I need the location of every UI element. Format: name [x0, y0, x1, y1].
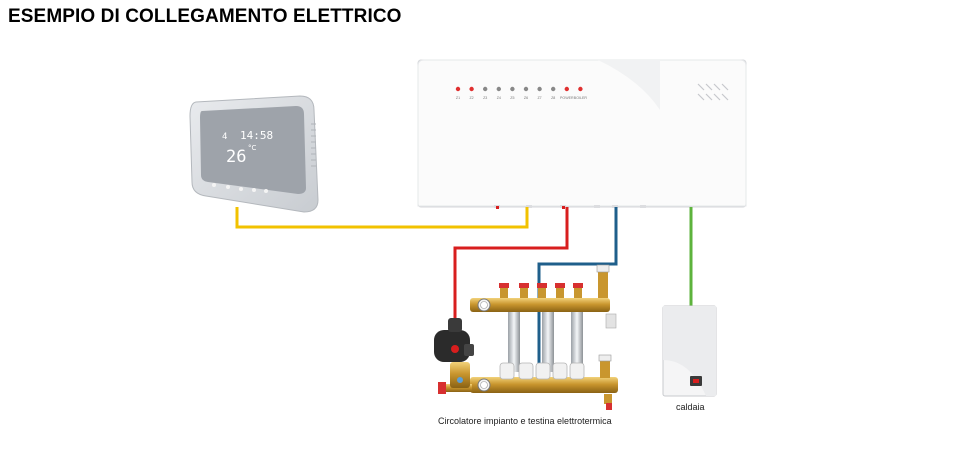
- led-z3: [483, 86, 488, 92]
- led-label-z4: Z4: [497, 96, 501, 100]
- thermostat-temperature: 26: [226, 147, 246, 167]
- flow-meters: [499, 283, 583, 298]
- led-boiler: [578, 86, 583, 92]
- thermoelectric-actuators: [499, 362, 585, 380]
- manifold-caption: Circolatore impianto e testina elettrote…: [438, 416, 612, 426]
- thermostat-buttons: [212, 183, 268, 193]
- led-z4: [496, 86, 501, 92]
- led-z5: [510, 86, 515, 92]
- led-label-power: POWER: [560, 96, 574, 100]
- led-z2: [469, 86, 474, 92]
- led-z7: [537, 86, 542, 92]
- boiler: [662, 305, 717, 397]
- page-title: ESEMPIO DI COLLEGAMENTO ELETTRICO: [8, 6, 402, 27]
- thermostat-wire: [235, 207, 529, 229]
- led-label-z5: Z5: [510, 96, 514, 100]
- led-power: [564, 86, 569, 92]
- boiler-caption: caldaia: [676, 402, 705, 412]
- led-z8: [551, 86, 556, 92]
- pump-wire: [453, 207, 569, 342]
- led-z1: [455, 86, 461, 92]
- thermostat-unit: °C: [248, 144, 257, 152]
- thermostat-time: 14:58: [240, 129, 273, 142]
- led-label-z8: Z8: [551, 96, 555, 100]
- led-label-z6: Z6: [524, 96, 528, 100]
- led-label-z1: Z1: [456, 96, 460, 100]
- led-label-z7: Z7: [537, 96, 541, 100]
- actuator-wire: [537, 207, 618, 378]
- led-label-z2: Z2: [469, 96, 473, 100]
- circulator-pump: [434, 318, 474, 362]
- led-label-z3: Z3: [483, 96, 487, 100]
- led-label-boiler: BOILER: [574, 96, 588, 100]
- manifold-assembly: [434, 264, 618, 410]
- thermostat: 4 14:58 26 °C: [189, 95, 319, 213]
- thermostat-day: 4: [222, 132, 227, 142]
- led-z6: [523, 86, 529, 92]
